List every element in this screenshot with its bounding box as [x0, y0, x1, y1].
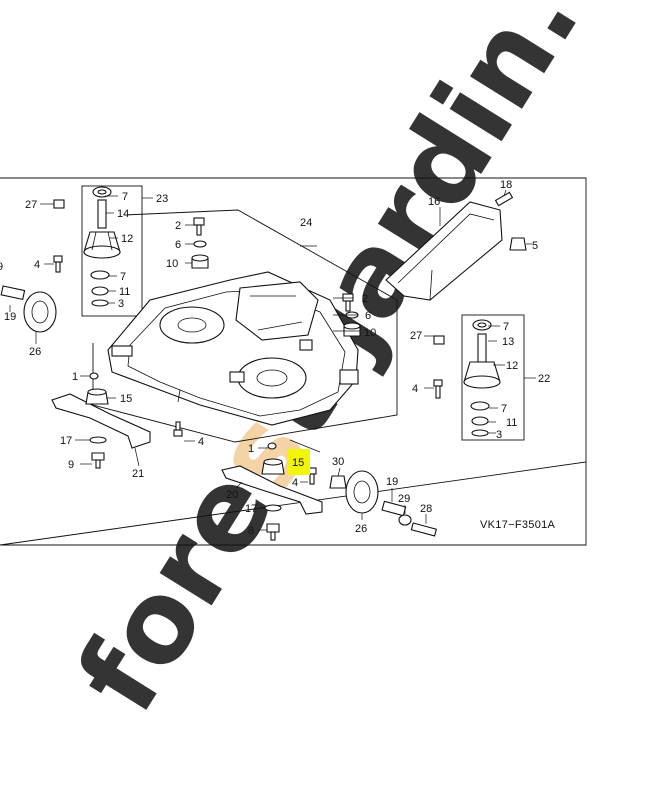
callout-8: 8 [248, 525, 254, 537]
right-wheel-assembly [329, 467, 438, 537]
callout-2-deck-left: 2 [175, 220, 181, 232]
callout-17-right: 17 [245, 503, 257, 515]
callout-20: 20 [226, 489, 238, 501]
callout-4-right-blade: 4 [292, 477, 298, 489]
callout-labels: 27 7 14 23 12 4 7 11 3 9 19 26 2 6 10 24… [0, 179, 550, 537]
figure-code: VK17−F3501A [480, 519, 556, 531]
callout-4-right: 4 [412, 383, 418, 395]
callout-15-left: 15 [120, 393, 132, 405]
callout-5: 5 [532, 240, 538, 252]
callout-1-right: 1 [248, 443, 254, 455]
callout-11-right: 11 [506, 417, 517, 429]
callout-27-left: 27 [25, 199, 37, 211]
callout-19-left: 19 [4, 311, 16, 323]
callout-4-left: 4 [34, 259, 40, 271]
callout-6-deck-right: 6 [365, 310, 371, 322]
callout-12-right: 12 [506, 360, 518, 372]
right-blade-assembly [221, 439, 323, 541]
deck-hardware-right [333, 293, 361, 337]
callout-26-left: 26 [29, 346, 41, 358]
right-spindle-assembly [424, 314, 536, 441]
callout-28: 28 [420, 503, 432, 515]
left-blade-assembly [51, 372, 195, 469]
highlight-box [288, 449, 310, 475]
callout-7-right-top: 7 [503, 321, 509, 333]
callout-11-left: 11 [119, 286, 130, 298]
callout-12-left: 12 [121, 233, 133, 245]
callout-13: 13 [502, 336, 514, 348]
callout-17-left: 17 [60, 435, 72, 447]
sheet-frame [0, 177, 587, 546]
mower-deck [92, 209, 398, 443]
discharge-chute [385, 189, 532, 301]
callout-6-deck-left: 6 [175, 239, 181, 251]
callout-24: 24 [300, 217, 312, 229]
callout-3-right: 3 [496, 429, 502, 441]
callout-30: 30 [332, 456, 344, 468]
callout-29: 29 [398, 493, 410, 505]
callout-21: 21 [132, 468, 144, 480]
callout-27-right: 27 [410, 330, 422, 342]
callout-14: 14 [117, 208, 129, 220]
callout-15-highlighted: 15 [292, 457, 304, 469]
callout-16: 16 [428, 196, 440, 208]
callout-26-right: 26 [355, 523, 367, 535]
callout-7-left-top: 7 [122, 191, 128, 203]
left-spindle-assembly [40, 185, 153, 317]
callout-4-deck-bottom: 4 [198, 436, 204, 448]
callout-3-left: 3 [118, 298, 124, 310]
callout-22: 22 [538, 373, 550, 385]
callout-9-left: 9 [68, 459, 74, 471]
callout-18: 18 [500, 179, 512, 191]
callout-19-right: 19 [386, 476, 398, 488]
callout-23: 23 [156, 193, 168, 205]
callout-2-deck-right: 2 [362, 293, 368, 305]
callout-9-edge: 9 [0, 261, 3, 273]
deck-hardware-left [185, 217, 209, 269]
callout-1-left: 1 [72, 371, 78, 383]
callout-7-right-bottom: 7 [501, 403, 507, 415]
callout-7-left-bottom: 7 [120, 271, 126, 283]
callout-10-deck-left: 10 [166, 258, 178, 270]
left-wheel-assembly [0, 285, 57, 344]
callout-10-deck-right: 10 [364, 327, 376, 339]
